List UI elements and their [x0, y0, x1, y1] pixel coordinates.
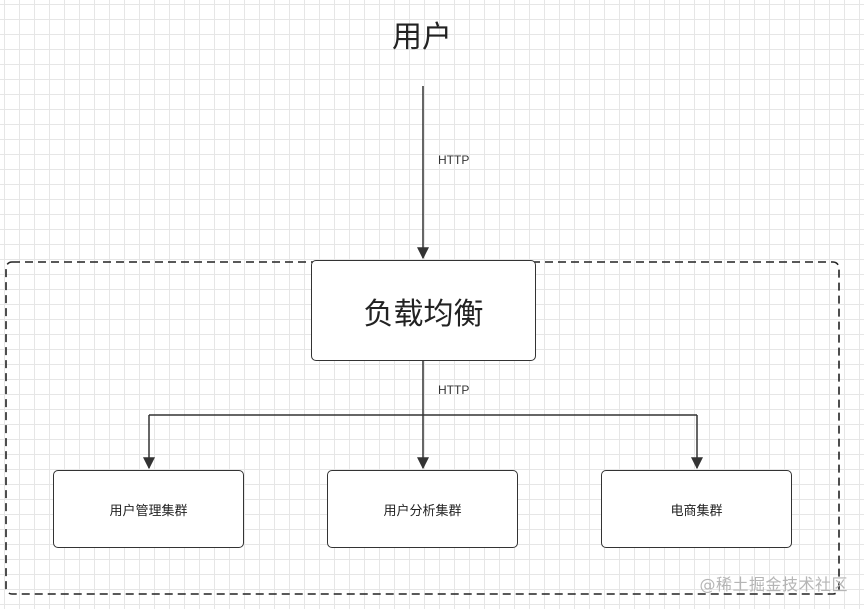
cluster-label: 用户分析集群	[383, 503, 462, 519]
user-node-label: 用户	[392, 20, 452, 55]
watermark-text: @稀土掘金技术社区	[699, 575, 848, 594]
edge-label-http-bottom: HTTP	[438, 383, 470, 397]
load-balancer-node: 负载均衡	[311, 260, 536, 361]
cluster-label: 用户管理集群	[109, 503, 188, 519]
cluster-node-user-analytics: 用户分析集群	[327, 470, 518, 548]
edge-label-http-top: HTTP	[438, 153, 470, 167]
cluster-node-user-management: 用户管理集群	[53, 470, 244, 548]
cluster-node-ecommerce: 电商集群	[601, 470, 792, 548]
cluster-label: 电商集群	[670, 503, 723, 519]
load-balancer-label: 负载均衡	[363, 296, 484, 332]
